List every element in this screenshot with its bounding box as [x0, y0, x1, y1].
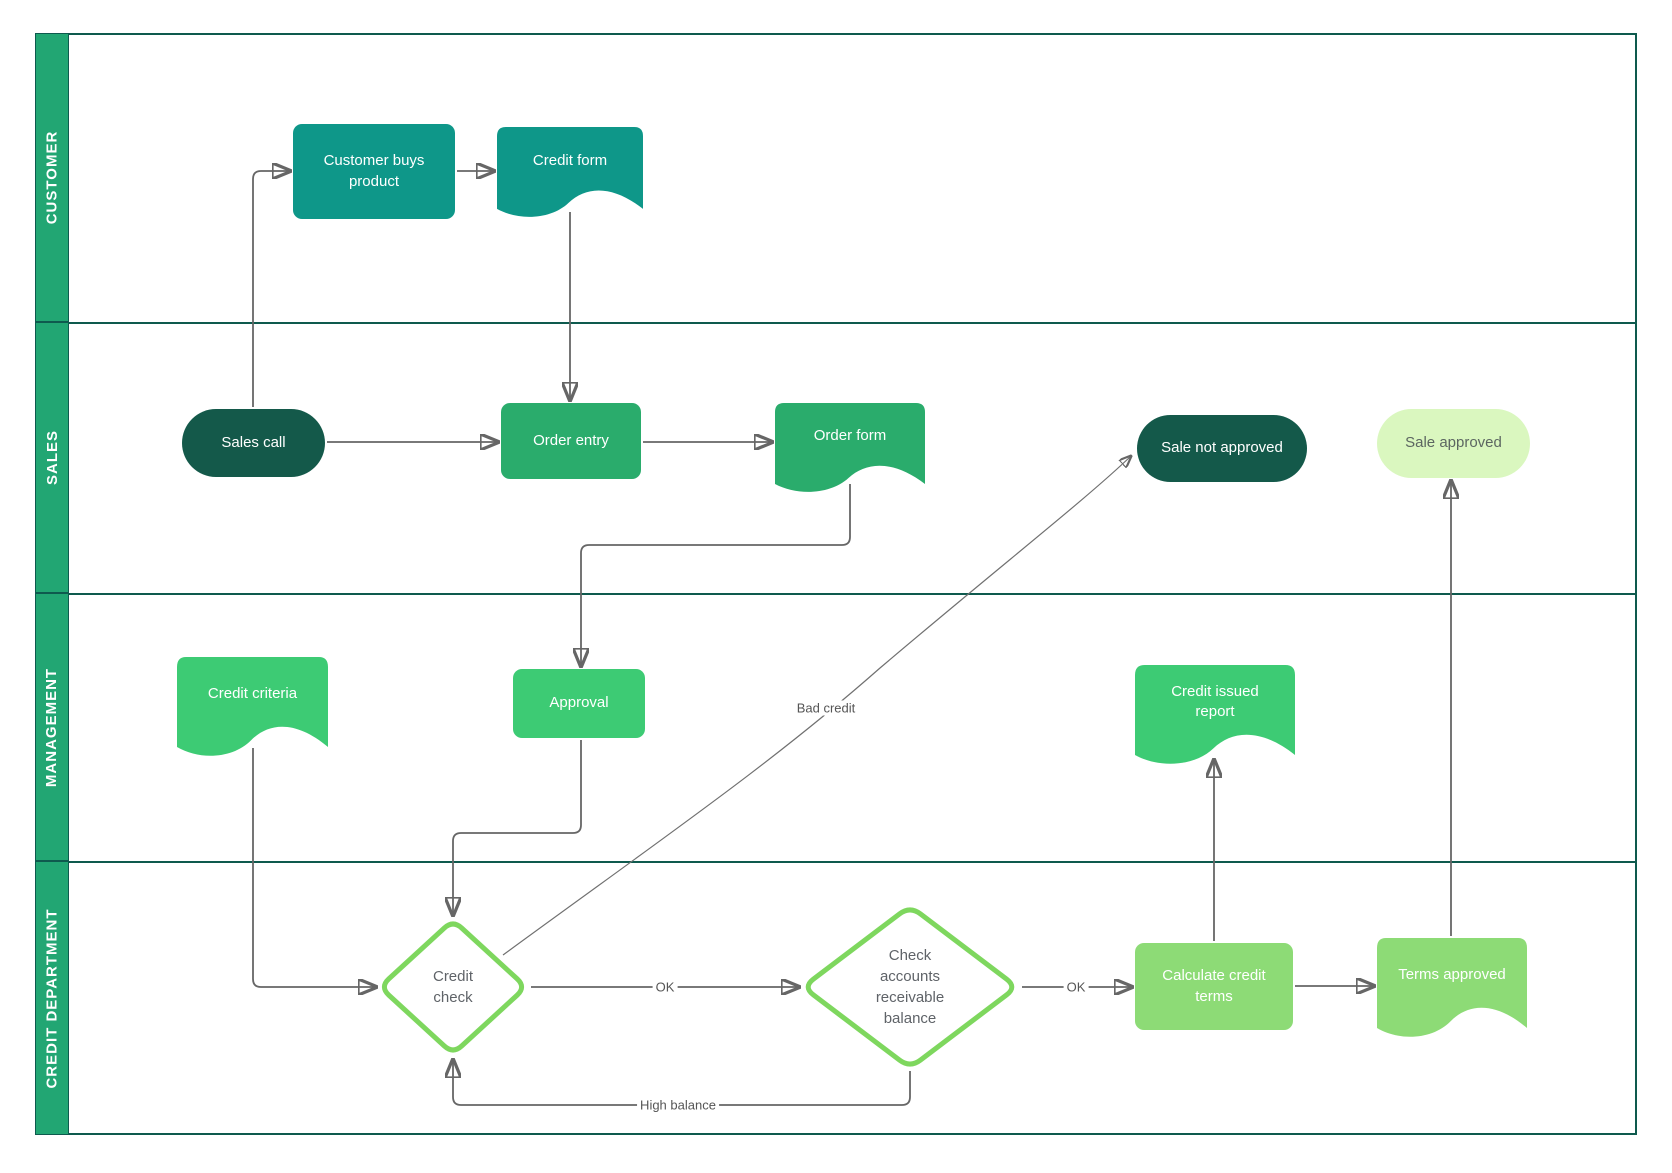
edge-label-ok-balance[interactable]: OK	[1063, 979, 1089, 995]
lane-header-sales[interactable]: SALES	[35, 322, 69, 593]
lane-header-customer[interactable]: CUSTOMER	[35, 33, 69, 322]
node-label: Order entry	[533, 431, 609, 449]
node-label: Sales call	[221, 433, 286, 451]
node-customer-buys-product[interactable]: Customer buys product	[293, 124, 455, 219]
lane-label-credit-department: CREDIT DEPARTMENT	[43, 907, 61, 1089]
node-credit-check[interactable]: Credit check	[377, 917, 529, 1057]
lane-header-credit-department[interactable]: CREDIT DEPARTMENT	[35, 861, 69, 1135]
node-label: Check accounts receivable balance	[875, 947, 945, 1027]
lane-label-management: MANAGEMENT	[43, 667, 61, 787]
node-terms-approved[interactable]: Terms approved	[1377, 938, 1527, 1038]
node-label: Calculate credit terms	[1162, 967, 1266, 1005]
node-label: Credit issued report	[1171, 682, 1259, 720]
node-sale-approved[interactable]: Sale approved	[1377, 409, 1530, 478]
document-shape	[775, 403, 925, 492]
node-approval[interactable]: Approval	[513, 669, 645, 738]
node-order-entry[interactable]: Order entry	[501, 403, 641, 479]
document-shape	[1377, 938, 1527, 1037]
document-shape	[1135, 665, 1295, 764]
edge-label-bad-credit[interactable]: Bad credit	[793, 700, 859, 716]
node-order-form[interactable]: Order form	[775, 403, 925, 493]
node-label: Credit criteria	[207, 684, 298, 702]
node-sale-not-approved[interactable]: Sale not approved	[1137, 415, 1307, 482]
document-shape	[177, 657, 328, 756]
decision-shape	[805, 907, 1015, 1067]
node-label: Sale approved	[1405, 434, 1502, 452]
decision-shape	[381, 921, 525, 1053]
node-credit-form[interactable]: Credit form	[497, 127, 643, 218]
node-credit-issued-report[interactable]: Credit issued report	[1135, 665, 1295, 765]
node-label: Credit form	[532, 151, 608, 169]
node-calculate-credit-terms[interactable]: Calculate credit terms	[1135, 943, 1293, 1030]
lane-label-sales: SALES	[43, 429, 61, 486]
lane-divider-2	[35, 593, 1637, 595]
lane-divider-3	[35, 861, 1637, 863]
document-shape	[497, 127, 643, 217]
node-label: Terms approved	[1398, 965, 1506, 983]
node-sales-call[interactable]: Sales call	[182, 409, 325, 477]
node-label: Order form	[813, 427, 887, 445]
node-label: Customer buys product	[323, 152, 425, 190]
node-label: Credit check	[432, 968, 473, 1006]
lane-divider-1	[35, 322, 1637, 324]
node-check-accounts-receivable-balance[interactable]: Check accounts receivable balance	[800, 903, 1020, 1071]
edge-label-ok-credit-check[interactable]: OK	[652, 979, 678, 995]
edge-label-high-balance[interactable]: High balance	[637, 1097, 719, 1113]
node-credit-criteria[interactable]: Credit criteria	[177, 657, 328, 757]
node-label: Approval	[549, 694, 609, 712]
lane-label-customer: CUSTOMER	[43, 130, 61, 225]
node-label: Sale not approved	[1161, 439, 1283, 457]
lane-header-management[interactable]: MANAGEMENT	[35, 593, 69, 861]
